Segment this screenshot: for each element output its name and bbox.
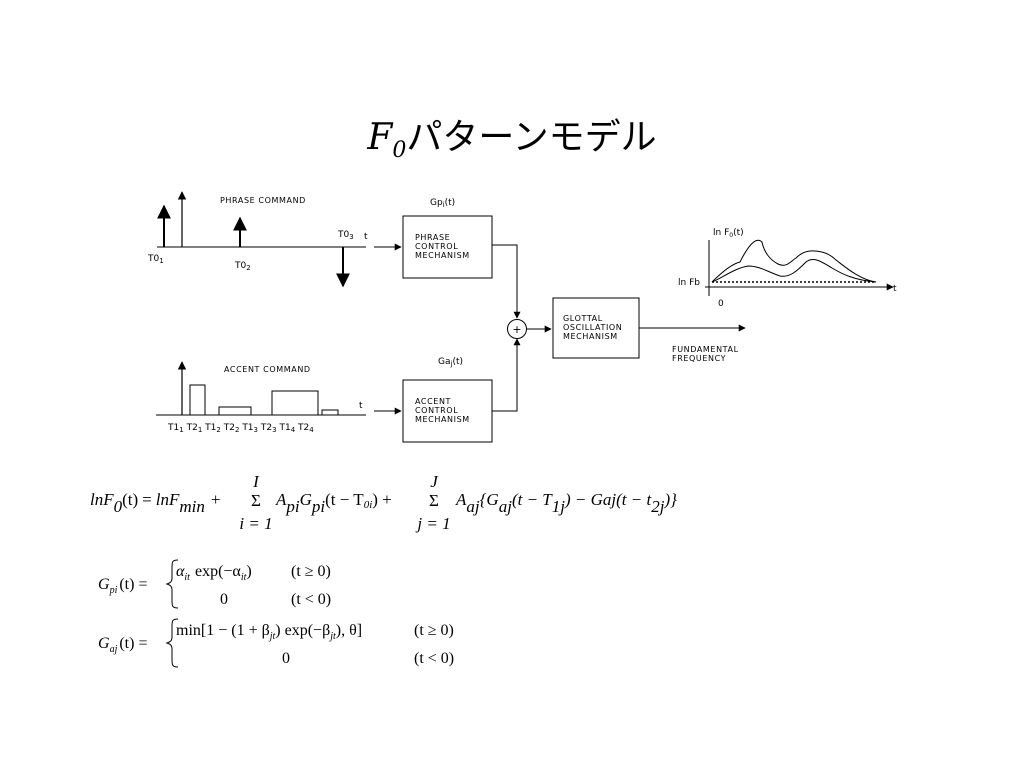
eq1-lhs: lnF0(t)=lnFmin+ — [90, 490, 220, 516]
accent-t-axis-label: t — [359, 401, 363, 411]
eq3-case-2-cond: (t < 0) — [414, 650, 454, 667]
t03-label: T03 — [337, 230, 354, 241]
accent-pulse-1 — [189, 384, 206, 416]
eq2-brace — [165, 559, 179, 609]
eq2-case-2-expr: 0 — [220, 591, 228, 608]
accent-control-block: ACCENT CONTROL MECHANISM — [402, 379, 493, 443]
f0-contour-curve — [711, 239, 877, 283]
phrase-t-axis-label: t — [364, 232, 368, 242]
phrase-block-line-2: CONTROL — [415, 242, 458, 251]
equation-1: lnF0(t)=lnFmin+ I Σ i = 1 ApiGpi(t − T0i… — [90, 472, 677, 533]
accent-pulse-4 — [321, 409, 339, 416]
eq2-case-2-cond: (t < 0) — [291, 591, 331, 608]
plot-origin-label: 0 — [718, 299, 724, 309]
accent-to-adder — [492, 338, 521, 412]
phrase-to-adder — [492, 244, 521, 319]
eq1-sum2-sign: Σ — [429, 491, 439, 510]
adder-circle — [507, 319, 527, 339]
plot-t-label: t — [893, 284, 897, 294]
f0-contour-plot: ln F0(t) ln Fb 0 t — [678, 228, 897, 309]
eq3-case-1-cond: (t ≥ 0) — [414, 622, 454, 639]
accent-command-plot: ACCENT COMMAND t T11 T21 T12 T22 T13 T23… — [156, 361, 366, 435]
eq1-term-a: ApiGpi(t − T0i) + — [275, 490, 392, 516]
accent-block-line-2: CONTROL — [415, 406, 458, 415]
accent-block-line-1: ACCENT — [415, 397, 451, 406]
glottal-block-line-3: MECHANISM — [563, 332, 618, 341]
gp-label: Gpi(t) — [430, 198, 455, 209]
glottal-block-line-2: OSCILLATION — [563, 323, 622, 332]
phrase-control-block: PHRASE CONTROL MECHANISM — [402, 215, 493, 279]
title-symbol: F — [367, 117, 393, 158]
eq1-sum2-upper: J — [430, 472, 439, 491]
accent-pulse-2 — [218, 406, 252, 416]
title-text: パターンモデル — [406, 117, 657, 158]
equation-3: Gaj(t) = min[1 − (1 + βjt) exp(−βjt), θ]… — [98, 618, 454, 668]
accent-pulse-3 — [271, 390, 319, 416]
slide-title: F0パターンモデル — [0, 108, 1024, 163]
phrase-command-plot: PHRASE COMMAND T01 T02 T03 t — [147, 191, 368, 288]
eq3-lhs: Gaj(t) = — [98, 635, 147, 655]
eq1-sum1-sign: Σ — [251, 491, 261, 510]
eq2-lhs: Gpi(t) = — [98, 576, 147, 596]
accent-command-label: ACCENT COMMAND — [224, 365, 311, 374]
eq3-brace — [165, 618, 179, 668]
eq2-case-1-cond: (t ≥ 0) — [291, 563, 331, 580]
t01-label: T01 — [147, 254, 164, 265]
glottal-oscillation-block: GLOTTAL OSCILLATION MECHANISM — [552, 297, 640, 359]
output-label-line-2: FREQUENCY — [672, 354, 726, 363]
plot-y-label: ln F0(t) — [713, 228, 744, 239]
output-label-line-1: FUNDAMENTAL — [672, 345, 739, 354]
phrase-block-line-1: PHRASE — [415, 233, 450, 242]
ga-label: Gaj(t) — [438, 357, 463, 368]
phrase-command-label: PHRASE COMMAND — [220, 196, 306, 205]
eq1-sum1-lower: i = 1 — [239, 514, 272, 533]
plot-base-label: ln Fb — [678, 278, 700, 288]
eq1-sum1-upper: I — [252, 472, 260, 491]
title-subscript: 0 — [392, 138, 407, 164]
accent-block-line-3: MECHANISM — [415, 415, 470, 424]
accent-times-row: T11 T21 T12 T22 T13 T23 T14 T24 — [167, 423, 314, 435]
adder-symbol: + — [512, 323, 521, 336]
glottal-block-line-1: GLOTTAL — [563, 314, 603, 323]
eq3-case-2-expr: 0 — [282, 650, 290, 667]
phrase-block-line-3: MECHANISM — [415, 251, 470, 260]
eq1-sum2-lower: j = 1 — [415, 514, 450, 533]
t02-label: T02 — [234, 261, 251, 272]
eq1-term-b: Aaj{Gaj(t − T1j) − Gaj(t − t2j)} — [455, 490, 677, 516]
eq3-case-1-expr: min[1 − (1 + βjt) exp(−βjt), θ] — [176, 622, 362, 642]
phrase-component-curve — [711, 259, 877, 283]
